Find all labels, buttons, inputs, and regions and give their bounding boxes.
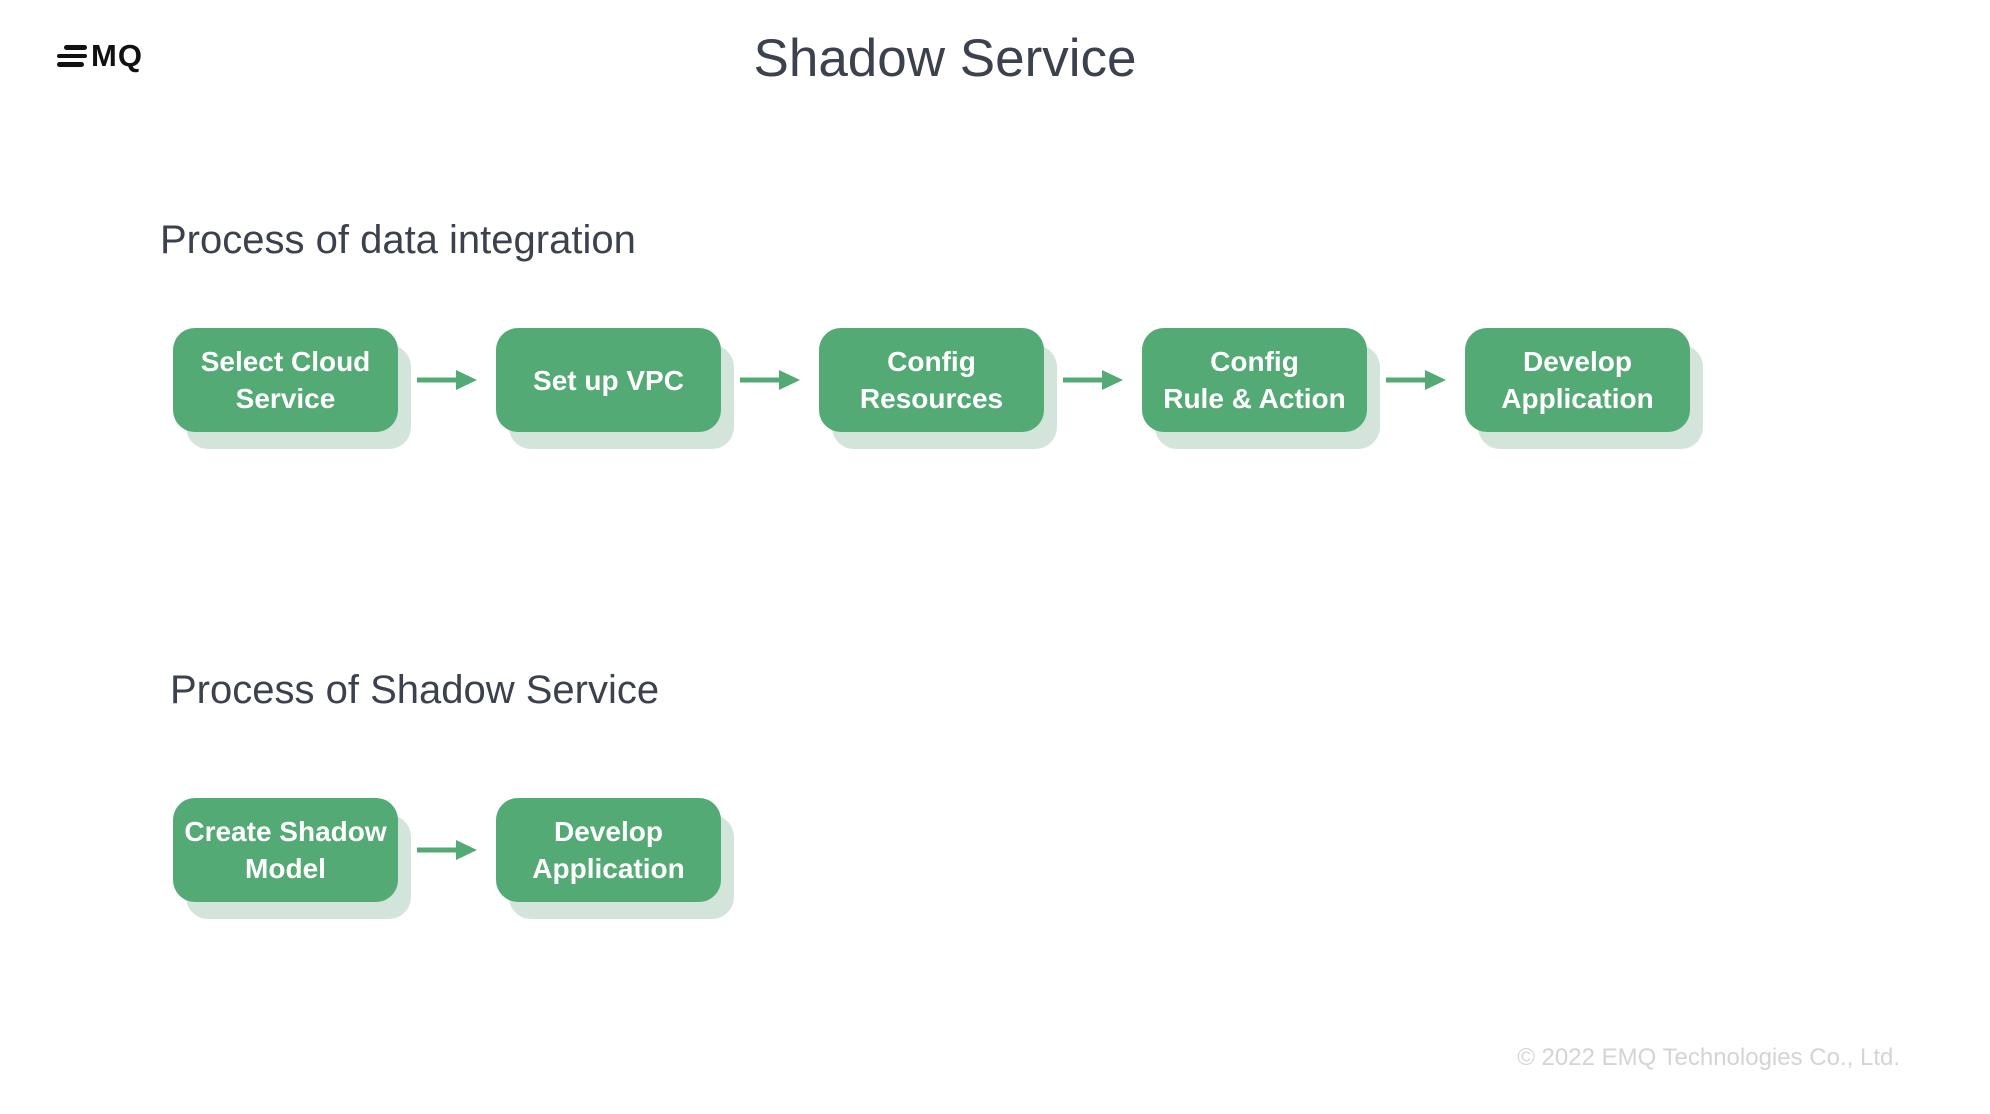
flow-arrow [398, 367, 496, 393]
arrow-right-icon [417, 370, 477, 390]
arrow-right-icon [1063, 370, 1123, 390]
step-label: Select Cloud Service [200, 346, 371, 414]
step-label: Config Rule & Action [1163, 346, 1346, 414]
step-config-rule-action: Config Rule & Action [1142, 328, 1367, 432]
arrow-right-icon [740, 370, 800, 390]
step-label: Set up VPC [533, 364, 684, 396]
step-develop-application-2: Develop Application [496, 798, 721, 902]
section-heading-data-integration: Process of data integration [160, 218, 636, 262]
step-develop-application: Develop Application [1465, 328, 1690, 432]
emq-logo-text: MQ [91, 38, 143, 73]
copyright-text: © 2022 EMQ Technologies Co., Ltd. [1517, 1044, 1900, 1071]
step-set-up-vpc: Set up VPC [496, 328, 721, 432]
step-label: Develop Application [532, 816, 685, 884]
emq-bars-icon [57, 45, 87, 67]
step-config-resources: Config Resources [819, 328, 1044, 432]
flow-shadow-service: Create Shadow Model Develop Application [173, 798, 721, 902]
page-title: Shadow Service [753, 29, 1137, 88]
flow-data-integration: Select Cloud Service Set up VPC Config R… [173, 328, 1690, 432]
flow-arrow [398, 837, 496, 863]
flow-arrow [1367, 367, 1465, 393]
step-create-shadow-model: Create Shadow Model [173, 798, 398, 902]
arrow-right-icon [1386, 370, 1446, 390]
step-select-cloud-service: Select Cloud Service [173, 328, 398, 432]
step-label: Develop Application [1501, 346, 1654, 414]
flow-arrow [721, 367, 819, 393]
step-label: Create Shadow Model [184, 816, 387, 884]
arrow-right-icon [417, 840, 477, 860]
emq-logo: MQ [57, 38, 143, 74]
flow-arrow [1044, 367, 1142, 393]
step-label: Config Resources [859, 346, 1004, 414]
section-heading-shadow-service: Process of Shadow Service [170, 668, 660, 712]
